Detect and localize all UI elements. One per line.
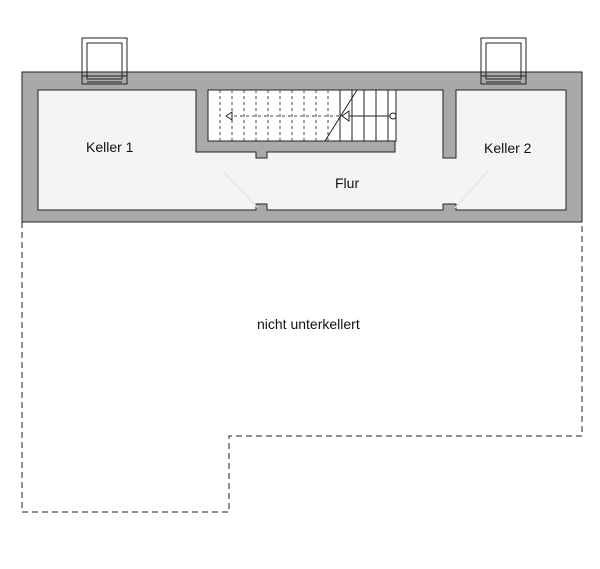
door-keller-1 xyxy=(223,171,259,209)
window-well-right xyxy=(480,37,527,85)
basement-interior xyxy=(37,89,567,211)
room-label-keller-1: Keller 1 xyxy=(86,139,134,155)
unexcavated-outline xyxy=(21,222,583,513)
room-label-flur: Flur xyxy=(335,175,359,191)
staircase xyxy=(207,89,397,142)
room-label-keller-2: Keller 2 xyxy=(484,140,532,156)
unexcavated-note: nicht unterkellert xyxy=(257,316,360,332)
door-keller-2 xyxy=(454,170,489,209)
window-well-left xyxy=(81,37,128,85)
